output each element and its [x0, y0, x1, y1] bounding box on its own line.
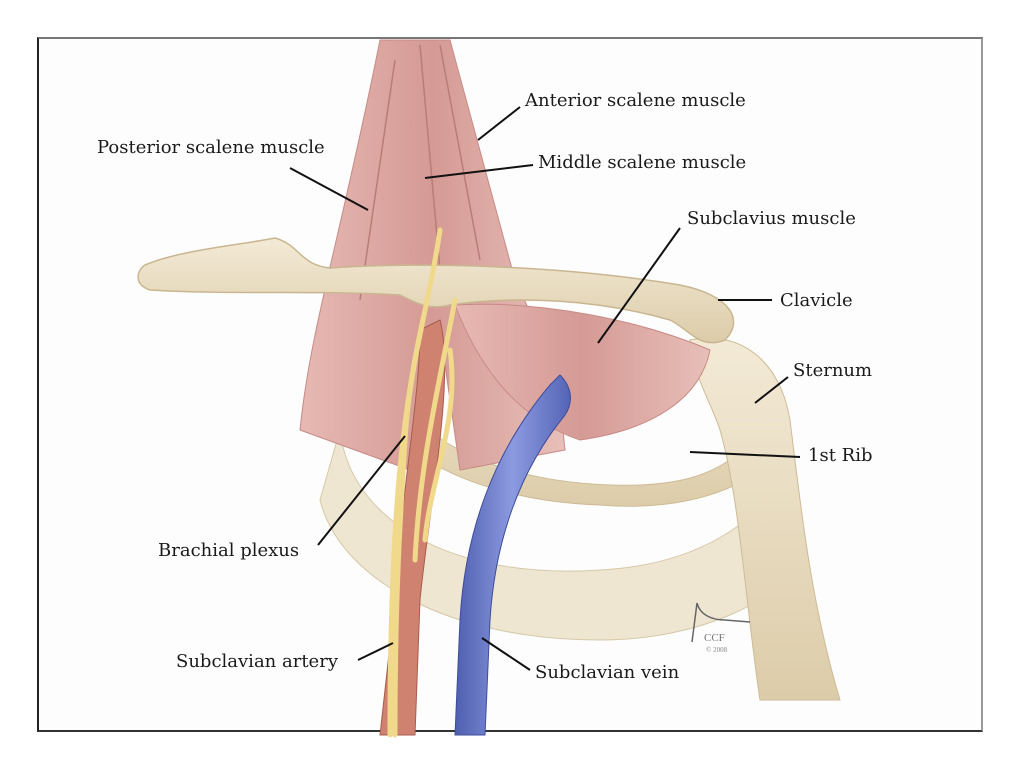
subclavian-vein-shape — [454, 374, 571, 736]
label-anterior-scalene: Anterior scalene muscle — [524, 90, 746, 111]
subclavius-muscle-shape — [454, 303, 711, 441]
label-subclavian-artery: Subclavian artery — [176, 651, 339, 672]
label-sternum: Sternum — [793, 360, 872, 381]
signature-year: © 2008 — [706, 646, 728, 654]
label-brachial-plexus: Brachial plexus — [158, 540, 299, 561]
label-subclavius: Subclavius muscle — [687, 208, 856, 229]
clavicle-shape — [137, 237, 735, 344]
label-subclavian-vein: Subclavian vein — [535, 662, 680, 683]
artist-signature — [691, 602, 751, 643]
label-middle-scalene: Middle scalene muscle — [538, 152, 746, 173]
label-posterior-scalene: Posterior scalene muscle — [97, 137, 325, 158]
label-clavicle: Clavicle — [780, 290, 853, 311]
label-first-rib: 1st Rib — [808, 445, 872, 466]
leader-lines — [289, 106, 801, 671]
signature-text: CCF — [704, 632, 725, 644]
brachial-plexus-shape — [387, 227, 458, 738]
scalene-division — [359, 44, 481, 301]
